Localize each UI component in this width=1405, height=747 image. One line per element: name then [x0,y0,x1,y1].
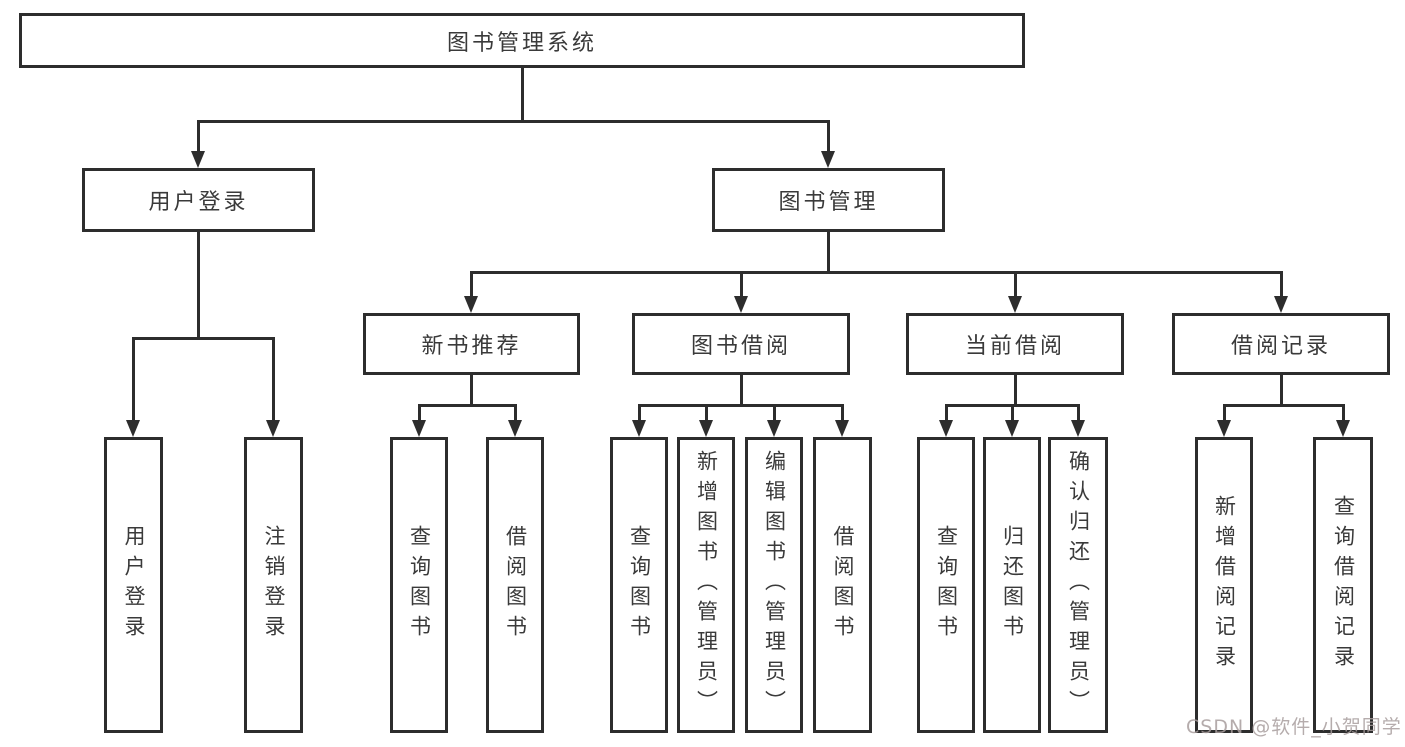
arrowhead-borrowing [734,296,748,313]
connector-leaf-logout-shaft [272,337,275,421]
leaf-confirm-return-admin: 确认归还（管理员） [1048,437,1108,733]
connector-leaf-add-record-shaft [1223,404,1226,421]
node-library-system-label: 图书管理系统 [446,30,597,56]
csdn-watermark: CSDN @软件_小贺同学 [1186,716,1402,738]
connector-leaf-borrow2-shaft [841,404,844,421]
leaf-query-books-recommend-label: 查询图书 [407,525,432,645]
connector-borrowing-leafbranch [638,404,844,407]
arrowhead-leaf-query3 [939,420,953,437]
leaf-borrow-books-label: 借阅图书 [831,525,856,645]
leaf-borrow-books: 借阅图书 [813,437,872,733]
leaf-query-books-current-label: 查询图书 [934,525,959,645]
leaf-edit-books-admin: 编辑图书（管理员） [745,437,803,733]
connector-records-leafbranch [1223,404,1345,407]
node-current-borrowing: 当前借阅 [906,313,1124,375]
connector-level2-branch [197,120,830,123]
connector-user-login-shaft [197,120,200,151]
connector-leaf-confirm-return-shaft [1077,404,1080,421]
node-user-login: 用户登录 [82,168,315,232]
connector-user-login-stem [197,232,200,339]
connector-leaf-login-shaft [132,337,135,421]
leaf-logout-label: 注销登录 [262,525,287,645]
leaf-query-borrow-record-label: 查询借阅记录 [1331,495,1356,675]
node-book-management: 图书管理 [712,168,945,232]
leaf-confirm-return-admin-label: 确认归还（管理员） [1066,450,1091,720]
connector-user-login-branch [132,337,275,340]
connector-leaf-query1-shaft [418,404,421,421]
node-book-borrowing-label: 图书借阅 [690,334,791,359]
arrowhead-leaf-query-record [1336,420,1350,437]
node-new-book-recommend: 新书推荐 [363,313,580,375]
arrowhead-leaf-query1 [412,420,426,437]
node-borrowing-records: 借阅记录 [1172,313,1390,375]
arrowhead-leaf-edit-book [767,420,781,437]
leaf-query-books-current: 查询图书 [917,437,975,733]
connector-borrowing-shaft [740,271,743,297]
leaf-query-books-borrowing-label: 查询图书 [627,525,652,645]
leaf-user-login-label: 用户登录 [122,525,147,645]
connector-records-shaft [1280,271,1283,297]
connector-book-mgmt-stem [827,232,830,273]
connector-leaf-edit-book-shaft [773,404,776,421]
arrowhead-leaf-borrow1 [508,420,522,437]
arrowhead-records [1274,296,1288,313]
leaf-add-borrow-record: 新增借阅记录 [1195,437,1253,733]
leaf-return-books: 归还图书 [983,437,1041,733]
node-current-borrowing-label: 当前借阅 [964,334,1065,359]
arrowhead-current [1008,296,1022,313]
arrowhead-leaf-confirm-return [1071,420,1085,437]
connector-borrowing-stem [740,375,743,406]
leaf-query-books-borrowing: 查询图书 [610,437,668,733]
arrowhead-leaf-add-book [699,420,713,437]
connector-leaf-borrow1-shaft [514,404,517,421]
connector-leaf-query-record-shaft [1342,404,1345,421]
arrowhead-leaf-return [1005,420,1019,437]
node-book-management-label: 图书管理 [778,190,879,215]
node-book-borrowing: 图书借阅 [632,313,850,375]
arrowhead-leaf-logout [266,420,280,437]
connector-root-stem [521,68,524,122]
connector-leaf-query2-shaft [638,404,641,421]
connector-newbook-stem [470,375,473,406]
leaf-add-borrow-record-label: 新增借阅记录 [1212,495,1237,675]
leaf-logout: 注销登录 [244,437,303,733]
connector-newbook-leafbranch [418,404,517,407]
node-user-login-label: 用户登录 [148,190,249,215]
arrowhead-leaf-borrow2 [835,420,849,437]
connector-current-stem [1014,375,1017,406]
connector-leaf-add-book-shaft [705,404,708,421]
connector-records-stem [1280,375,1283,406]
leaf-add-books-admin: 新增图书（管理员） [677,437,735,733]
node-new-book-recommend-label: 新书推荐 [421,334,522,359]
leaf-user-login: 用户登录 [104,437,163,733]
connector-leaf-query3-shaft [945,404,948,421]
connector-newbook-shaft [470,271,473,297]
arrowhead-user-login [191,151,205,168]
leaf-query-borrow-record: 查询借阅记录 [1313,437,1373,733]
connector-leaf-return-shaft [1011,404,1014,421]
arrowhead-book-mgmt [821,151,835,168]
node-borrowing-records-label: 借阅记录 [1230,334,1331,359]
leaf-return-books-label: 归还图书 [1000,525,1025,645]
leaf-add-books-admin-label: 新增图书（管理员） [694,450,719,720]
leaf-borrow-books-recommend: 借阅图书 [486,437,544,733]
arrowhead-newbook [464,296,478,313]
leaf-query-books-recommend: 查询图书 [390,437,448,733]
arrowhead-leaf-query2 [632,420,646,437]
arrowhead-leaf-login [126,420,140,437]
node-library-system: 图书管理系统 [19,13,1025,68]
connector-level3-branch [470,271,1282,274]
leaf-borrow-books-recommend-label: 借阅图书 [503,525,528,645]
connector-current-shaft [1014,271,1017,297]
arrowhead-leaf-add-record [1217,420,1231,437]
leaf-edit-books-admin-label: 编辑图书（管理员） [762,450,787,720]
connector-book-mgmt-shaft [827,120,830,151]
